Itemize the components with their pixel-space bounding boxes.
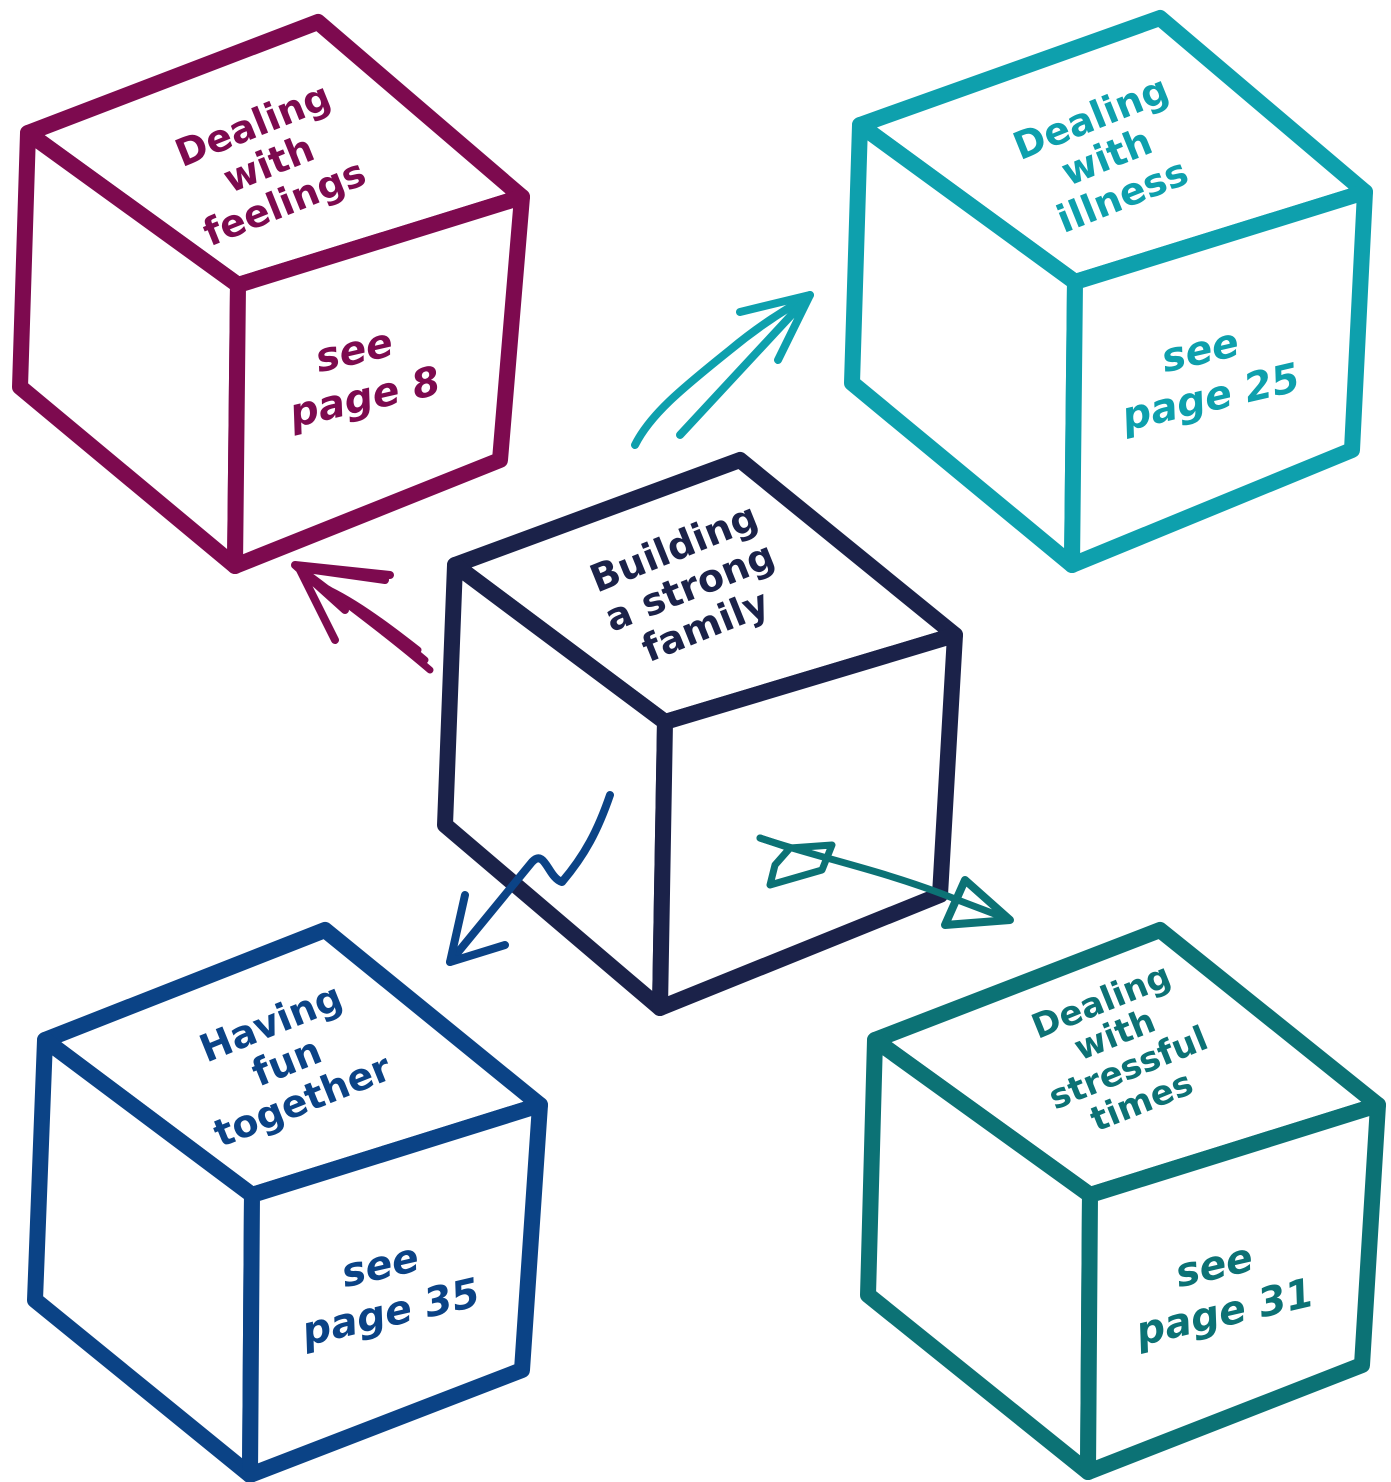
arrow-to-stress-shaft [756,834,1014,924]
arrow-to-feelings [291,561,434,674]
cube-dealing-with-illness: Dealing with illness see page 25 [844,10,1373,573]
arrow-to-stressful-times [756,834,1014,929]
cube-dealing-with-stressful-times: Dealing with stressful times see page 31 [860,922,1386,1480]
arrow-to-fun-head [446,891,509,966]
cube-feelings-right-face [227,189,530,574]
arrow-to-having-fun [446,791,614,966]
cube-stress-right-face [1080,1097,1386,1480]
arrow-to-stress-fletching [756,834,836,889]
arrow-to-illness-shaft [631,291,814,449]
cube-having-fun-together: Having fun together see page 35 [27,922,548,1482]
cube-illness-right-face [1064,184,1373,573]
arrow-to-stress-head [941,876,1014,929]
arrow-to-illness [631,291,814,449]
arrow-to-feelings-head [291,561,394,644]
cube-dealing-with-feelings: Dealing with feelings see page 8 [12,14,530,574]
arrow-to-illness-head [676,291,814,439]
cube-building-a-strong-family: Building a strong family [437,452,963,1016]
cube-fun-right-face [242,1097,548,1482]
arrow-to-fun-shaft [446,791,614,966]
